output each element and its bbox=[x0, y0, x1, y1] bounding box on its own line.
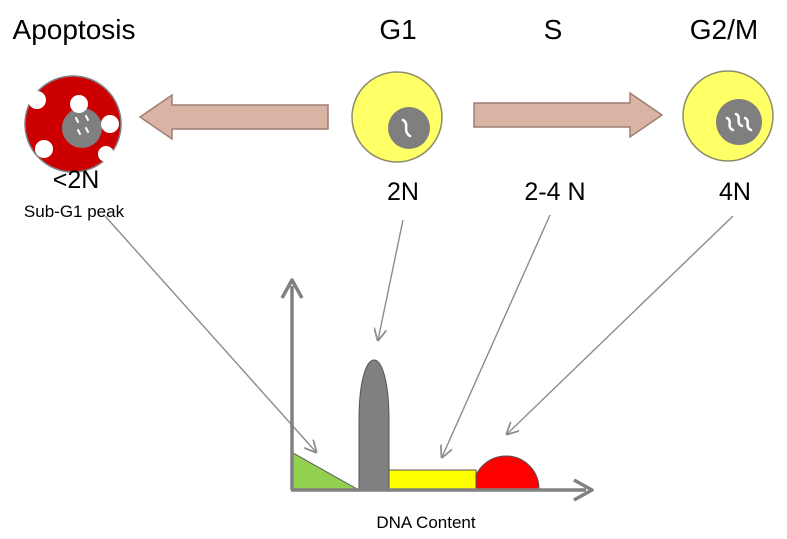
g1-peak bbox=[358, 359, 390, 492]
pointer-g1 bbox=[378, 219, 404, 340]
apoptotic-bleb bbox=[35, 140, 53, 158]
arrow-to-apoptosis bbox=[138, 93, 329, 141]
g1-ploidy: 2N bbox=[387, 178, 419, 206]
pointer-g2m bbox=[507, 215, 734, 434]
x-axis-label: DNA Content bbox=[376, 513, 476, 532]
apoptotic-bleb bbox=[28, 91, 46, 109]
apoptotic-bleb bbox=[98, 146, 114, 162]
s-title: S bbox=[543, 14, 563, 45]
arrow-to-g2m bbox=[473, 91, 664, 139]
dna-fragments bbox=[75, 115, 89, 135]
sub-g1-peak bbox=[292, 452, 359, 490]
apoptotic-cell bbox=[24, 75, 122, 173]
apoptosis-title: Apoptosis bbox=[12, 14, 136, 45]
s-phase-band bbox=[388, 469, 477, 490]
g2m-ploidy: 4N bbox=[719, 178, 751, 206]
g2m-title: G2/M bbox=[689, 14, 759, 45]
pointer-sub-g1 bbox=[104, 215, 316, 452]
g1-title: G1 bbox=[379, 14, 417, 45]
apoptotic-bleb bbox=[101, 115, 119, 133]
duplicated-chromosomes bbox=[725, 112, 753, 132]
g2m-peak bbox=[472, 455, 540, 490]
histogram-axes bbox=[280, 278, 594, 502]
apoptotic-nucleus bbox=[62, 108, 102, 148]
g2m-cell bbox=[682, 70, 774, 162]
sub-g1-peak-label: Sub-G1 peak bbox=[23, 202, 125, 221]
g1-cell bbox=[351, 71, 443, 163]
pointer-s bbox=[442, 214, 551, 457]
g1-nucleus bbox=[388, 107, 430, 149]
chromosome bbox=[401, 118, 412, 138]
apoptosis-ploidy: <2N bbox=[52, 166, 100, 194]
apoptotic-bleb bbox=[70, 95, 88, 113]
s-ploidy: 2-4 N bbox=[524, 178, 586, 206]
